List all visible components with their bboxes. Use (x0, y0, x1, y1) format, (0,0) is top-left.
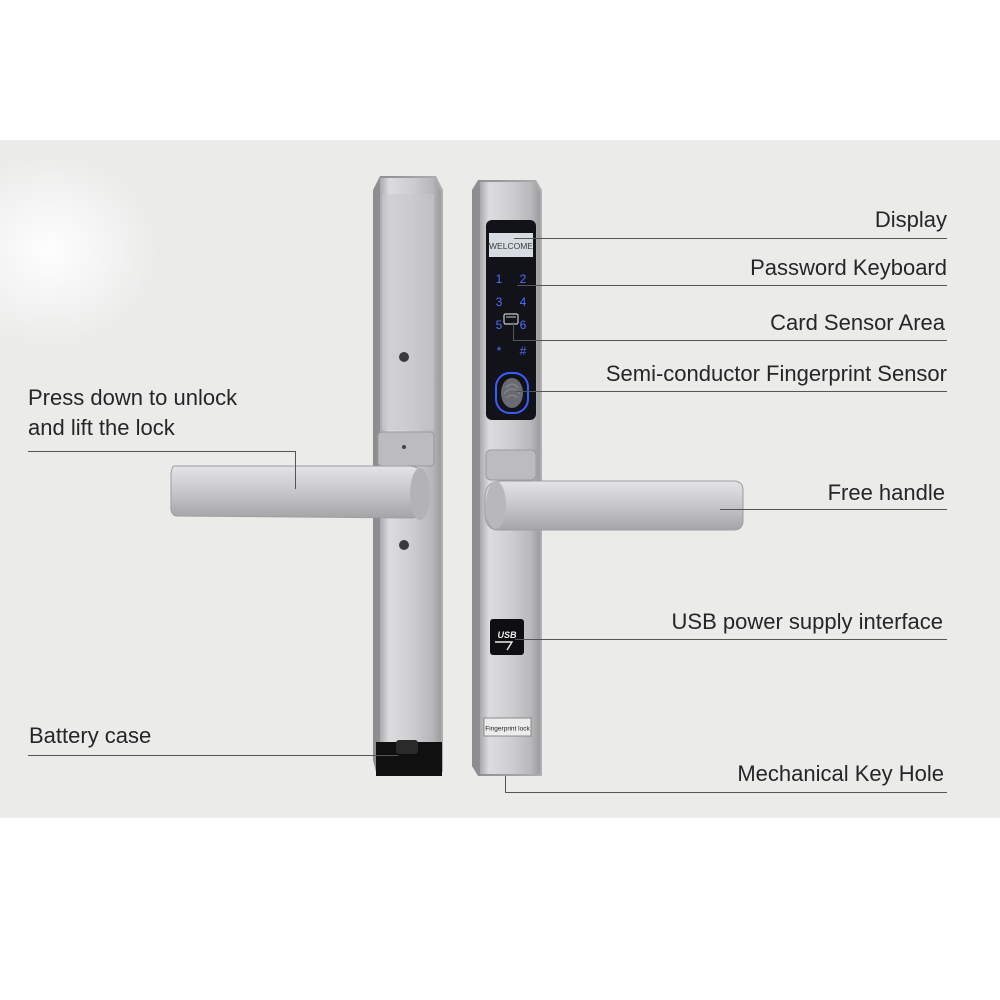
label-card-sensor-area: Card Sensor Area (770, 310, 945, 335)
label-password-keyboard: Password Keyboard (750, 255, 947, 280)
battery-case (376, 740, 442, 776)
keypad-glass-panel (486, 220, 536, 420)
usb-leader (515, 639, 947, 640)
card-sensor-leader-drop (513, 322, 514, 340)
fingerprint-sensor (495, 372, 529, 414)
usb-icon: USB (497, 630, 517, 640)
battery-leader (28, 755, 398, 756)
label-usb-interface: USB power supply interface (671, 609, 943, 634)
key-4: 4 (520, 295, 527, 309)
keyboard-leader (517, 285, 947, 286)
label-free-handle: Free handle (827, 480, 945, 505)
brand-label: Fingerprint lock (485, 726, 530, 733)
key-3: 3 (496, 295, 503, 309)
press-down-handle (170, 465, 430, 520)
screw-hole-icon (399, 540, 409, 550)
label-mechanical-key-hole: Mechanical Key Hole (737, 761, 944, 786)
press-down-leader (28, 451, 295, 452)
key-2: 2 (520, 272, 527, 286)
key-hole-leader (505, 792, 947, 793)
key-5: 5 (496, 318, 503, 332)
brand-plate: Fingerprint lock (483, 717, 532, 737)
key-hole-leader-drop (505, 776, 506, 792)
fingerprint-leader (515, 391, 947, 392)
welcome-text: WELCOME (489, 241, 533, 251)
key-hash: # (520, 344, 527, 358)
label-press-down-line2: and lift the lock (28, 415, 175, 440)
screw-hole-icon (399, 352, 409, 362)
label-fingerprint-sensor: Semi-conductor Fingerprint Sensor (605, 361, 947, 386)
card-sensor-leader (513, 340, 947, 341)
front-lock-panel: WELCOME 1 2 3 4 5 6 * # (472, 180, 542, 776)
key-star: * (497, 344, 502, 358)
usb-cover: USB (490, 619, 524, 655)
card-icon (503, 313, 519, 325)
press-down-leader-drop (295, 451, 296, 489)
key-1: 1 (496, 272, 503, 286)
free-handle-leader (720, 509, 947, 510)
label-display: Display (874, 207, 947, 232)
free-handle (484, 480, 744, 531)
label-battery-case: Battery case (29, 723, 152, 748)
display-leader (514, 238, 947, 239)
label-press-down-line1: Press down to unlock (28, 385, 238, 410)
key-6: 6 (520, 318, 527, 332)
fingerprint-icon (503, 383, 521, 399)
display-screen (489, 233, 533, 257)
